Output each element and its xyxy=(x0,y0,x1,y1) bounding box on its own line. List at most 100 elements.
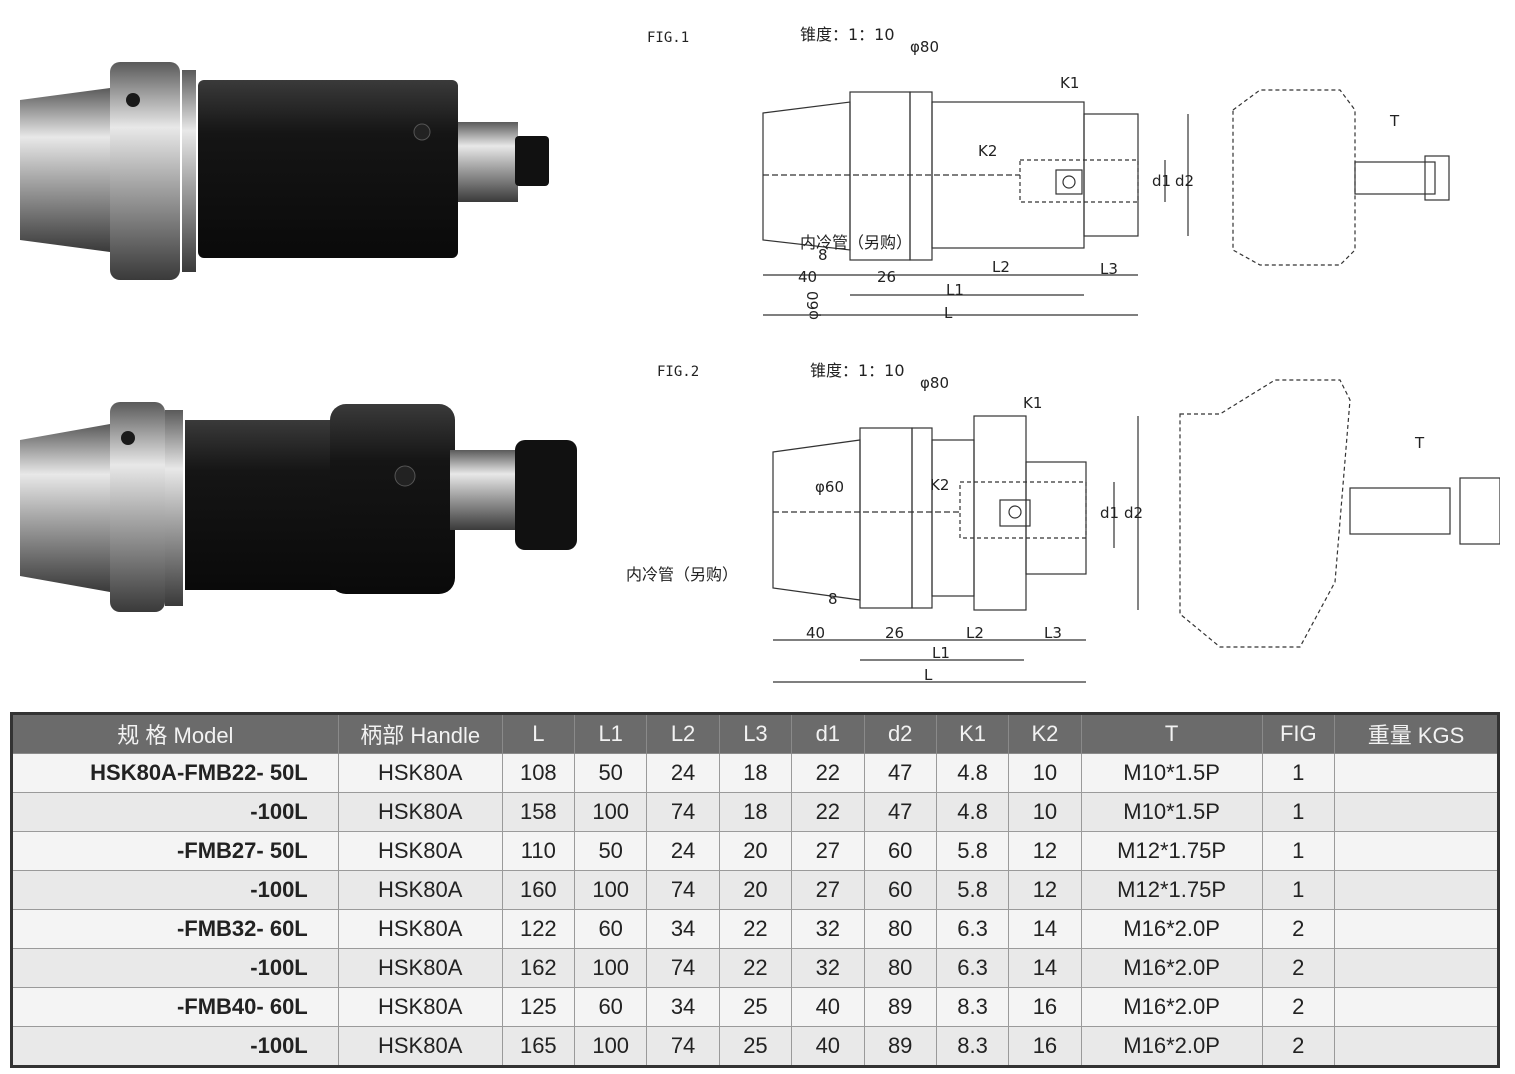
table-cell xyxy=(1333,870,1500,910)
model-cell: -100L xyxy=(11,870,339,910)
table-cell: HSK80A xyxy=(337,987,503,1027)
table-cell: 2 xyxy=(1261,909,1335,949)
table-cell: 22 xyxy=(791,753,865,793)
fig1-title: FIG.1 xyxy=(647,30,689,46)
fig2-phi60-label: φ60 xyxy=(815,478,844,496)
table-cell: 60 xyxy=(863,870,937,910)
table-cell: 100 xyxy=(573,1026,648,1067)
fig2-title: FIG.2 xyxy=(657,364,699,380)
table-cell: 100 xyxy=(573,948,648,988)
table-cell: 27 xyxy=(791,831,865,871)
model-cell: -100L xyxy=(11,792,339,832)
table-cell: 100 xyxy=(573,792,648,832)
table-cell: 1 xyxy=(1261,753,1335,793)
fig2-dim-K1: K1 xyxy=(1023,394,1042,412)
table-cell: 1 xyxy=(1261,792,1335,832)
fig1-dim-K2: K2 xyxy=(978,142,997,160)
header-K2: K2 xyxy=(1008,713,1082,754)
table-cell: 24 xyxy=(646,831,720,871)
table-cell: M16*2.0P xyxy=(1080,987,1263,1027)
table-cell: 2 xyxy=(1261,987,1335,1027)
table-cell: M10*1.5P xyxy=(1080,753,1263,793)
model-cell: HSK80A-FMB22- 50L xyxy=(11,753,339,793)
table-cell: M16*2.0P xyxy=(1080,909,1263,949)
table-cell: 47 xyxy=(863,792,937,832)
table-cell: 80 xyxy=(863,948,937,988)
table-cell: 74 xyxy=(646,870,720,910)
table-cell: 32 xyxy=(791,909,865,949)
table-cell: 20 xyxy=(718,831,793,871)
fig1-dim-d2: d2 xyxy=(1175,172,1194,190)
table-cell: 16 xyxy=(1008,987,1082,1027)
table-cell xyxy=(1333,1026,1500,1067)
fig2-taper-label: 锥度：1：10 xyxy=(810,361,905,380)
table-cell: 1 xyxy=(1261,870,1335,910)
table-cell: HSK80A xyxy=(337,909,503,949)
model-cell: -100L xyxy=(11,948,339,988)
table-cell: 1 xyxy=(1261,831,1335,871)
fig2-dim-d1: d1 xyxy=(1100,504,1119,522)
table-cell xyxy=(1333,948,1500,988)
header-fig: FIG xyxy=(1261,713,1335,754)
table-cell: 34 xyxy=(646,987,720,1027)
table-cell: 162 xyxy=(501,948,576,988)
table-cell: 24 xyxy=(646,753,720,793)
table-cell: 89 xyxy=(863,1026,937,1067)
table-cell: HSK80A xyxy=(337,1026,503,1067)
table-cell: HSK80A xyxy=(337,831,503,871)
header-K1: K1 xyxy=(935,713,1010,754)
table-cell: 5.8 xyxy=(935,870,1010,910)
header-L3: L3 xyxy=(718,713,793,754)
table-cell: 60 xyxy=(863,831,937,871)
fig2-dim-8: 8 xyxy=(828,590,838,608)
spec-table: 规 格 Model 柄部 Handle L L1 L2 L3 d1 d2 K1 … xyxy=(10,712,1500,1068)
fig2-dim-40: 40 xyxy=(806,624,825,642)
table-header-row: 规 格 Model 柄部 Handle L L1 L2 L3 d1 d2 K1 … xyxy=(11,713,1500,754)
table-cell: 18 xyxy=(718,792,793,832)
table-cell: 60 xyxy=(573,987,648,1027)
table-cell: 165 xyxy=(501,1026,576,1067)
table-cell: 50 xyxy=(573,831,648,871)
header-d1: d1 xyxy=(791,713,865,754)
table-cell: 47 xyxy=(863,753,937,793)
table-cell: 89 xyxy=(863,987,937,1027)
table-cell: HSK80A xyxy=(337,948,503,988)
table-cell: 40 xyxy=(791,987,865,1027)
table-cell: 74 xyxy=(646,1026,720,1067)
fig1-dim-L2: L2 xyxy=(992,258,1010,276)
fig1-dim-L: L xyxy=(944,304,953,322)
table-cell: 16 xyxy=(1008,1026,1082,1067)
table-cell: 80 xyxy=(863,909,937,949)
technical-drawing-fig1: FIG.1 锥度：1：10 φ80 内冷管（另购） φ60 8 40 26 L2… xyxy=(647,25,1450,322)
table-cell xyxy=(1333,831,1500,871)
table-cell: 25 xyxy=(718,1026,793,1067)
table-cell: 108 xyxy=(501,753,576,793)
table-cell: 2 xyxy=(1261,1026,1335,1067)
fig1-dim-T: T xyxy=(1389,112,1400,130)
fig1-dim-d1: d1 xyxy=(1152,172,1171,190)
table-cell: 50 xyxy=(573,753,648,793)
fig1-dim-L1: L1 xyxy=(946,281,964,299)
table-cell: 22 xyxy=(718,909,793,949)
table-cell: 34 xyxy=(646,909,720,949)
fig1-dim-40: 40 xyxy=(798,268,817,286)
fig1-dim-8: 8 xyxy=(818,246,828,264)
table-cell: M16*2.0P xyxy=(1080,1026,1263,1067)
fig2-dim-T: T xyxy=(1414,434,1425,452)
table-cell: 32 xyxy=(791,948,865,988)
table-cell: 14 xyxy=(1008,909,1082,949)
model-cell: -FMB40- 60L xyxy=(11,987,339,1027)
table-cell: 20 xyxy=(718,870,793,910)
table-cell: HSK80A xyxy=(337,792,503,832)
table-cell: 18 xyxy=(718,753,793,793)
fig1-dim-K1: K1 xyxy=(1060,74,1079,92)
table-cell: 74 xyxy=(646,948,720,988)
technical-drawing-fig2: FIG.2 锥度：1：10 φ80 内冷管（另购） φ60 8 40 26 L2… xyxy=(626,361,1500,684)
header-model: 规 格 Model xyxy=(11,713,339,754)
table-cell: 158 xyxy=(501,792,576,832)
product-photo-fig1 xyxy=(20,62,549,280)
header-handle: 柄部 Handle xyxy=(337,713,503,754)
